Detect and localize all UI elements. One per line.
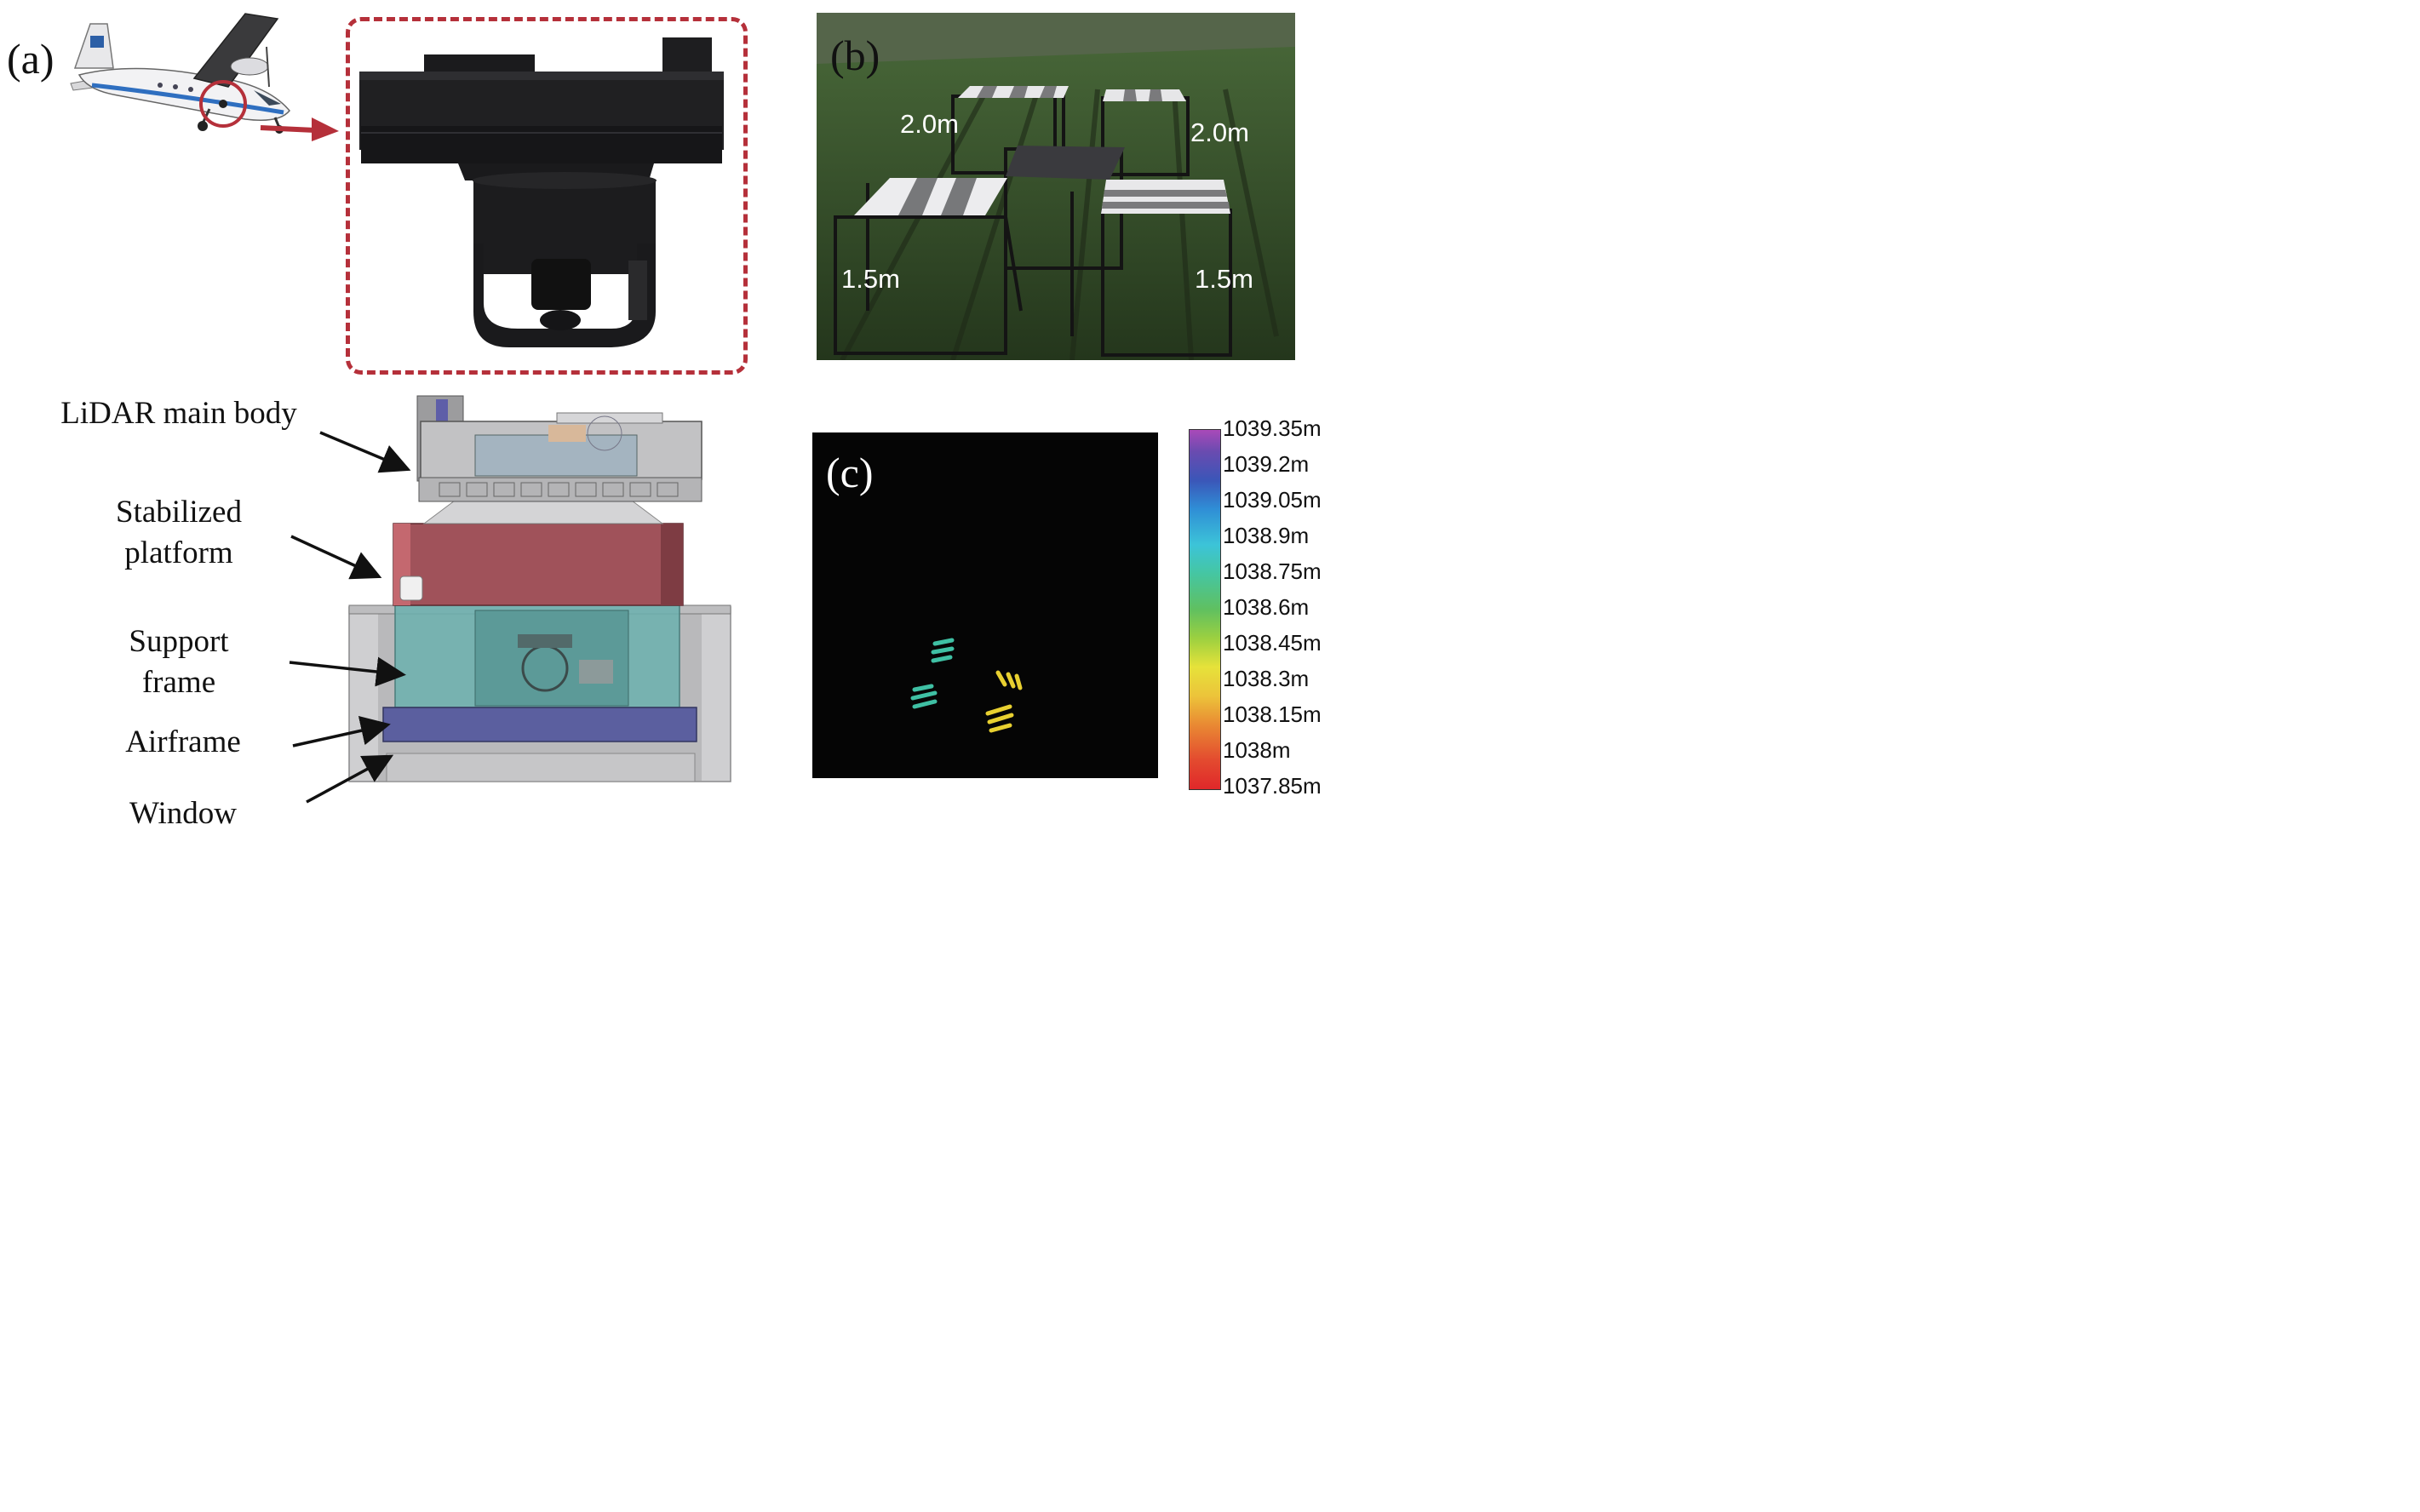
- highlight-arrow: [260, 117, 339, 141]
- target-panel-back-left: [958, 86, 1069, 98]
- target-panel-front-right: [1101, 180, 1230, 214]
- label-lidar-main-body: LiDAR main body: [60, 396, 297, 431]
- device-zoom-box: [346, 17, 748, 375]
- field-targets-photo: [817, 13, 1295, 360]
- point-cluster-yellow-upper: [995, 670, 1023, 690]
- label-support-frame: Support frame: [129, 624, 229, 700]
- colorbar-tick: 1038.15m: [1223, 702, 1322, 727]
- point-cluster-teal-lower: [910, 684, 938, 709]
- point-cluster-yellow-lower: [985, 704, 1014, 733]
- colorbar-tick: 1038m: [1223, 737, 1291, 763]
- arrow-platform: [290, 535, 382, 580]
- arrow-window: [306, 754, 394, 804]
- colorbar-tick: 1039.2m: [1223, 451, 1310, 477]
- height-label-front-right: 1.5m: [1195, 264, 1253, 294]
- label-airframe: Airframe: [125, 724, 241, 759]
- leader-arrows: [289, 431, 411, 804]
- sensor-highlight-circle: [199, 80, 247, 128]
- colorbar-tick: 1038.3m: [1223, 666, 1310, 691]
- colorbar-tick: 1038.45m: [1223, 630, 1322, 656]
- label-stabilized-platform: Stabilized platform: [116, 495, 242, 570]
- point-cloud-view: [812, 432, 1158, 778]
- arrow-lidar: [319, 431, 411, 473]
- point-cluster-teal-upper: [931, 638, 955, 663]
- aircraft-illustration: [70, 13, 290, 134]
- panel-c-label: (c): [826, 449, 874, 496]
- colorbar-tick: 1038.75m: [1223, 558, 1322, 584]
- colorbar: [1189, 429, 1221, 790]
- label-window: Window: [129, 796, 237, 831]
- lidar-device-photo: [359, 37, 724, 347]
- airframe-part: [382, 707, 697, 742]
- colorbar-tick: 1039.35m: [1223, 415, 1322, 441]
- target-panel-front-left: [854, 178, 1007, 215]
- arrow-airframe: [292, 715, 391, 747]
- colorbar-tick: 1039.05m: [1223, 487, 1322, 513]
- colorbar-ticks: 1039.35m 1039.2m 1039.05m 1038.9m 1038.7…: [1223, 417, 1333, 800]
- colorbar-tick: 1038.6m: [1223, 594, 1310, 620]
- colorbar-tick: 1037.85m: [1223, 773, 1322, 799]
- target-panel-middle: [1006, 146, 1125, 180]
- height-label-back-right: 2.0m: [1190, 117, 1249, 147]
- colorbar-tick: 1038.9m: [1223, 523, 1310, 548]
- panel-b-label: (b): [830, 32, 880, 79]
- platform-part: [393, 523, 684, 606]
- height-label-front-left: 1.5m: [841, 264, 900, 294]
- arrow-support: [289, 656, 406, 687]
- height-label-back-left: 2.0m: [900, 109, 959, 139]
- target-panel-back-right: [1103, 89, 1186, 101]
- installation-drawing: [348, 395, 731, 782]
- panel-a-label: (a): [7, 35, 54, 83]
